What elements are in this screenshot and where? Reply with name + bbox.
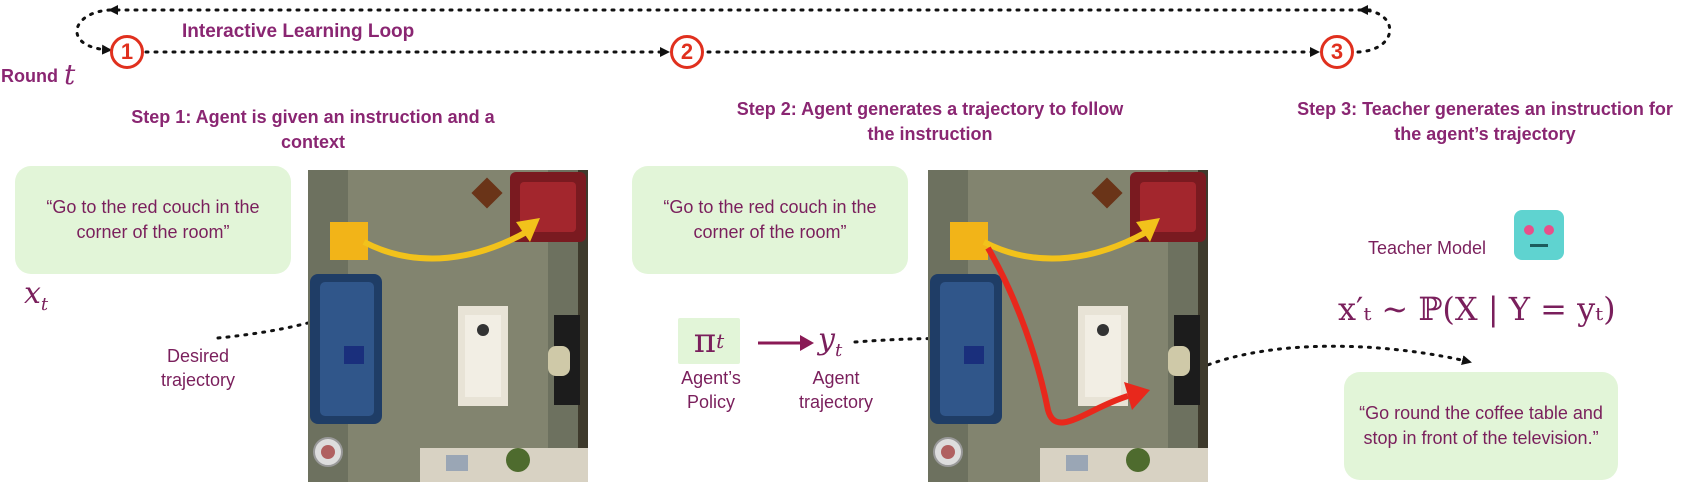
step-3-title: Step 3: Teacher generates an instruction… (1297, 99, 1673, 144)
round-label: Round (1, 66, 58, 86)
policy-label: Agent’s Policy (681, 368, 741, 412)
loop-left-curve (75, 8, 112, 55)
step-1-instruction: “Go to the red couch in the corner of th… (15, 166, 291, 274)
loop-right-curve (1356, 5, 1392, 54)
step-2-instruction: “Go to the red couch in the corner of th… (632, 166, 908, 274)
trajectory-variable: yt (818, 322, 843, 361)
step-1-marker: 1 (110, 35, 144, 69)
desired-path (362, 227, 532, 262)
loop-title: Interactive Learning Loop (182, 21, 415, 42)
trajectory-label: Agent trajectory (798, 368, 874, 412)
teacher-pointer (1198, 344, 1472, 370)
teacher-label: Teacher Model (1367, 238, 1487, 258)
teacher-instruction: “Go round the coffee table and stop in f… (1344, 372, 1618, 480)
robot-face-icon (1514, 210, 1564, 260)
desired-trajectory-label: Desired trajectory (160, 346, 236, 390)
step-1-title: Step 1: Agent is given an instruction an… (131, 107, 495, 152)
step-2-marker: 2 (670, 35, 704, 69)
teacher-formula: x′ₜ ∼ ℙ(X | Y = yₜ) (1338, 290, 1616, 328)
step-3-marker: 3 (1320, 35, 1354, 69)
room-image-2 (928, 170, 1208, 482)
step-2-title: Step 2: Agent generates a trajectory to … (736, 99, 1124, 144)
round-variable: t (64, 58, 76, 91)
room-image-1 (308, 170, 588, 482)
instruction-variable: xt (24, 276, 49, 315)
agent-path (985, 246, 1129, 426)
